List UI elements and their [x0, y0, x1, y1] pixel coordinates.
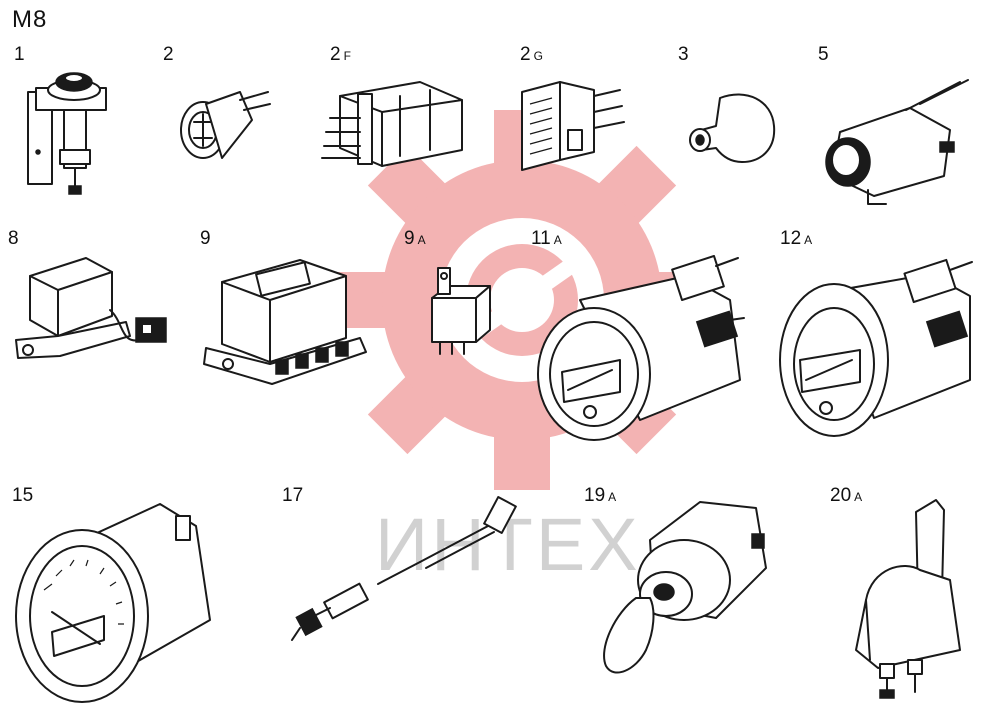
connector-icon — [180, 91, 271, 159]
part-suffix: A — [804, 233, 813, 247]
part-number: 3 — [678, 44, 689, 65]
part-number: 9 — [200, 228, 211, 249]
part-number: 5 — [818, 44, 829, 65]
relay-box-icon — [15, 257, 167, 359]
part-number: 12 — [780, 228, 802, 249]
part-label-2: 2 — [163, 44, 177, 66]
part-suffix: A — [553, 233, 562, 247]
plug-connector-icon — [521, 81, 625, 171]
part-suffix: A — [608, 490, 617, 504]
speedometer-icon — [15, 503, 211, 703]
part-label-9: 9 — [200, 228, 214, 250]
part-suffix: G — [533, 49, 543, 63]
part-number: 11 — [531, 228, 551, 249]
part-label-17: 17 — [282, 485, 306, 507]
part-number: 17 — [282, 485, 304, 506]
part-suffix: A — [854, 490, 863, 504]
part-number: 15 — [12, 485, 34, 506]
regulator-icon — [203, 259, 367, 385]
ignition-switch-icon — [603, 501, 767, 674]
part-number: 19 — [584, 485, 606, 506]
part-label-3: 3 — [678, 44, 692, 66]
part-suffix: F — [343, 49, 351, 63]
multi-pin-connector-icon — [321, 81, 463, 167]
part-label-5: 5 — [818, 44, 832, 66]
part-number: 2 — [330, 44, 341, 65]
part-number: 2 — [520, 44, 531, 65]
part-number: 8 — [8, 228, 19, 249]
part-number: 2 — [163, 44, 174, 65]
part-suffix: A — [417, 233, 426, 247]
part-number: 20 — [830, 485, 852, 506]
part-label-8: 8 — [8, 228, 22, 250]
gauge-icon — [779, 258, 973, 437]
speedometer-cable-icon — [291, 496, 517, 641]
relay-icon — [431, 267, 491, 355]
gauge-icon — [537, 254, 745, 441]
toggle-switch-icon — [855, 499, 961, 699]
sheet-code: M8 — [12, 6, 48, 33]
part-label-15: 15 — [12, 485, 36, 507]
switch-icon — [27, 72, 107, 195]
part-number: 1 — [14, 44, 25, 65]
part-number: 9 — [404, 228, 415, 249]
part-label-1: 1 — [14, 44, 28, 66]
rubber-boot-icon — [689, 93, 776, 163]
solenoid-icon — [825, 79, 969, 205]
